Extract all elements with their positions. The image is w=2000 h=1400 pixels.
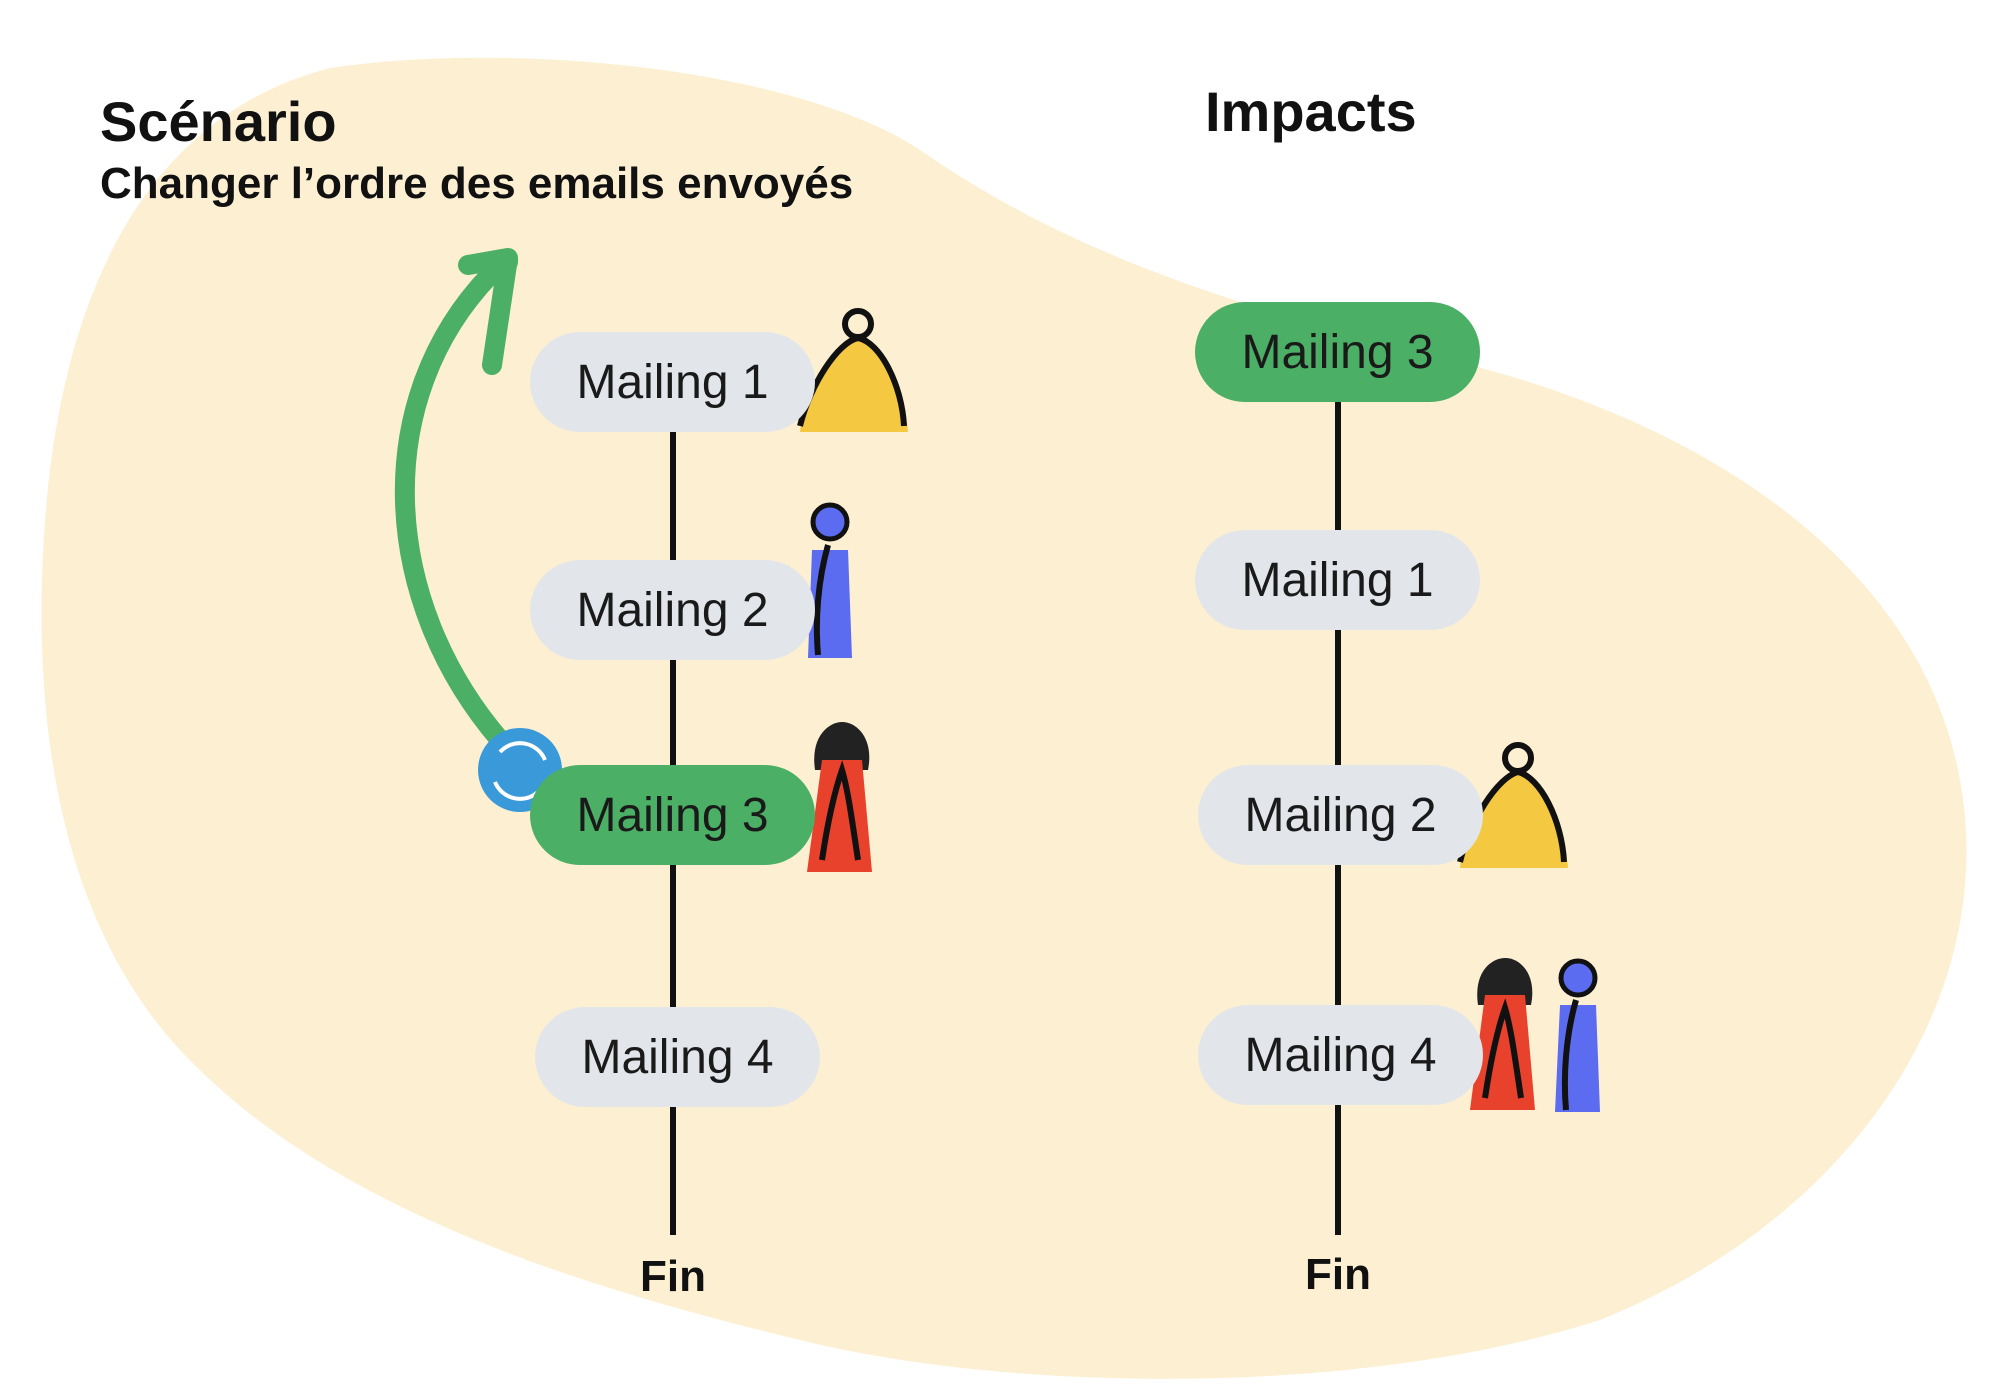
scenario-mailing-2: Mailing 2	[530, 560, 815, 660]
reorder-arrow	[395, 265, 510, 750]
impacts-end-label: Fin	[1305, 1250, 1371, 1299]
person-red-icon	[807, 722, 872, 872]
impacts-mailing-4: Mailing 4	[1198, 1005, 1483, 1105]
scenario-title: Scénario	[100, 90, 337, 153]
impacts-mailing-2: Mailing 1	[1195, 530, 1480, 630]
scenario-end-label: Fin	[640, 1252, 706, 1301]
scenario-mailing-4: Mailing 4	[535, 1007, 820, 1107]
impacts-mailing-1: Mailing 3	[1195, 302, 1480, 402]
scenario-mailing-3: Mailing 3	[530, 765, 815, 865]
person-blue-icon	[808, 502, 852, 658]
reorder-arrow-head	[458, 248, 518, 375]
impacts-mailing-3: Mailing 2	[1198, 765, 1483, 865]
person-red-icon	[1470, 958, 1535, 1110]
person-blue-icon	[1555, 958, 1600, 1112]
background-blob	[41, 57, 1967, 1379]
scenario-subtitle: Changer l’ordre des emails envoyés	[100, 159, 854, 208]
impacts-title: Impacts	[1205, 80, 1417, 143]
scenario-mailing-1: Mailing 1	[530, 332, 815, 432]
